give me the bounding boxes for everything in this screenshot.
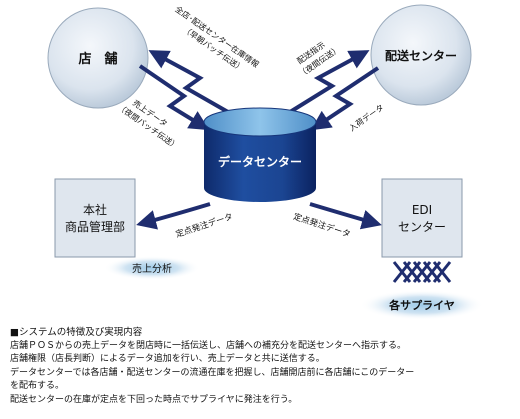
system-description: ■システムの特徴及び実現内容 店舗ＰＯＳからの売上データを閉店時に一括伝送し、店… bbox=[10, 326, 515, 407]
receiving-data-arrow bbox=[310, 66, 380, 131]
store-node: 店 舗 bbox=[47, 7, 149, 109]
description-line: データセンターでは各店舗・配送センターの流通在庫を把握し、店舗開店前に各店舗にこ… bbox=[10, 367, 415, 378]
suppliers-node: 各サプライヤ bbox=[360, 290, 484, 320]
order-data-to-head-office-arrow bbox=[136, 202, 211, 230]
system-diagram: 店 舗 配送センター データセンター 本社 商品管理部 EDI センター 売上分… bbox=[47, 4, 484, 320]
receiving-data-label-group: 入荷データ bbox=[347, 102, 386, 133]
order-data-left-label: 定点発注データ bbox=[174, 211, 234, 240]
description-line: 配送センターの在庫が定点を下回った時点でサプライヤに発注を行う。 bbox=[10, 394, 298, 405]
description-heading: ■システムの特徴及び実現内容 bbox=[10, 327, 143, 338]
distribution-center-label: 配送センター bbox=[385, 48, 457, 63]
sales-analysis-badge: 売上分析 bbox=[104, 256, 200, 280]
receiving-data-label: 入荷データ bbox=[347, 102, 386, 133]
head-office-node: 本社 商品管理部 bbox=[54, 178, 136, 258]
edi-center-label-line2: センター bbox=[398, 220, 446, 234]
head-office-label-line1: 本社 bbox=[83, 202, 107, 217]
description-line: 店舗ＰＯＳからの売上データを閉店時に一括伝送し、店舗への補充分を配送センターへ指… bbox=[10, 340, 407, 351]
edi-center-label-line1: EDI bbox=[412, 203, 432, 217]
store-label: 店 舗 bbox=[78, 51, 117, 67]
edi-to-suppliers-arrows bbox=[392, 261, 452, 283]
sales-analysis-label: 売上分析 bbox=[132, 262, 172, 275]
shipping-instruction-arrow bbox=[288, 50, 370, 114]
data-center-label: データセンター bbox=[218, 154, 302, 169]
description-line: を配布する。 bbox=[10, 381, 65, 391]
suppliers-label: 各サプライヤ bbox=[388, 298, 455, 312]
head-office-label-line2: 商品管理部 bbox=[65, 219, 125, 234]
data-center-node: データセンター bbox=[203, 107, 317, 202]
edi-center-node: EDI センター bbox=[381, 178, 463, 258]
inventory-info-label-line1: 全店･配送センター在庫情報 bbox=[173, 4, 261, 70]
description-line: 店舗権限（店長判断）によるデータ追加を行い、売上データと共に送信する。 bbox=[10, 354, 325, 364]
sales-data-transmission-arrow bbox=[138, 64, 210, 131]
distribution-center-node: 配送センター bbox=[370, 4, 472, 106]
inventory-transmission-arrow bbox=[148, 50, 229, 114]
order-data-to-edi-arrow bbox=[309, 202, 382, 230]
shipping-instruction-label: 配送指示 （夜間伝送） bbox=[295, 39, 342, 79]
order-data-left-label-group: 定点発注データ bbox=[174, 211, 234, 240]
